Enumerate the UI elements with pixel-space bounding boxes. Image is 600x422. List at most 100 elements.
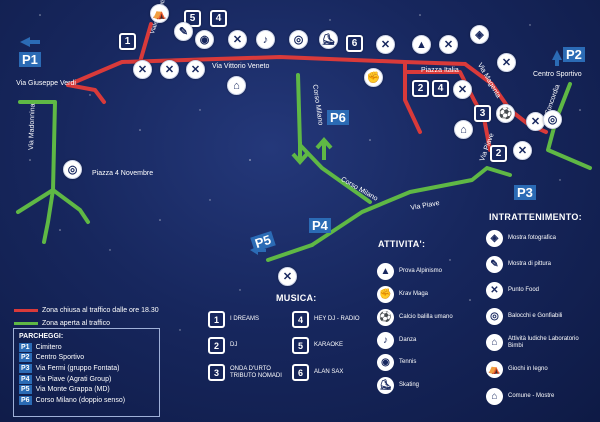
map-stage-2a[interactable]: 2 [412, 80, 429, 97]
map-balloons-icon[interactable]: ◎ [289, 30, 308, 49]
road-via-piave [310, 166, 512, 247]
map-painting-icon[interactable]: ✎ [174, 22, 193, 41]
entertainment-item: ✕ Punto Food [486, 282, 539, 299]
map-stage-3[interactable]: 3 [474, 105, 491, 122]
parking-label: Via Fermi (gruppo Fontata) [35, 364, 120, 372]
climbing-icon: ▲ [377, 263, 394, 280]
music-number: 5 [292, 337, 309, 354]
parking-row: P5 Via Monte Grappa (MD) [19, 384, 154, 395]
map-balloons-icon[interactable]: ◎ [63, 160, 82, 179]
map-photo-icon[interactable]: ◈ [470, 25, 489, 44]
map-skating-icon[interactable]: ⛸ [319, 30, 338, 49]
road-via-madonnina [16, 100, 57, 214]
parking-row: P2 Centro Sportivo [19, 353, 154, 364]
map-food-icon[interactable]: ✕ [278, 267, 297, 286]
map-food-icon[interactable]: ✕ [133, 60, 152, 79]
map-stage-5[interactable]: 5 [184, 10, 201, 27]
activity-item: ▲ Prova Alpinismo [377, 263, 442, 280]
map-food-icon[interactable]: ✕ [513, 141, 532, 160]
map-town-hall-icon[interactable]: ⌂ [227, 76, 246, 95]
map-food-icon[interactable]: ✕ [526, 112, 545, 131]
map-foosball-icon[interactable]: ⚽ [496, 104, 515, 123]
map-tennis-icon[interactable]: ◉ [195, 30, 214, 49]
map-climbing-icon[interactable]: ▲ [412, 35, 431, 54]
music-item: 6 ALAN SAX [292, 364, 343, 381]
entertainment-label: Giochi in legno [508, 366, 548, 373]
parking-tag-p2: P2 [563, 47, 585, 62]
road-verdi-link [66, 83, 106, 104]
parking-label: Via Piave (Agrati Group) [35, 375, 112, 383]
parking-title: PARCHEGGI: [19, 333, 64, 340]
entertainment-label: Balocchi e Gonfiabili [508, 313, 563, 320]
map-stage-1[interactable]: 1 [119, 33, 136, 50]
music-title: MUSICA: [276, 293, 317, 303]
activity-item: ✊ Krav Maga [377, 286, 428, 303]
map-food-icon[interactable]: ✕ [439, 35, 458, 54]
activity-item: ♪ Danza [377, 332, 416, 349]
road-piazza-italia [403, 60, 422, 134]
music-label: HEY DJ - RADIO [314, 316, 360, 323]
map-wooden-games-icon[interactable]: ⛺ [150, 4, 169, 23]
parking-row: P6 Corso Milano (doppio senso) [19, 395, 154, 406]
parking-label: Cimitero [35, 343, 62, 351]
legend-open-swatch [14, 322, 38, 325]
parking-label: Centro Sportivo [35, 354, 85, 362]
music-number: 1 [208, 311, 225, 328]
street-label-via-giuseppe-verdi: Via Giuseppe Verdi [16, 80, 76, 87]
map-stage-6[interactable]: 6 [346, 35, 363, 52]
music-label: ALAN SAX [314, 369, 344, 376]
map-food-icon[interactable]: ✕ [186, 60, 205, 79]
music-label: I DREAMS [230, 316, 260, 323]
map-dance-icon[interactable]: ♪ [256, 30, 275, 49]
map-food-icon[interactable]: ✕ [376, 35, 395, 54]
parking-panel: PARCHEGGI: P1 Cimitero P2 Centro Sportiv… [13, 328, 160, 417]
parking-tag-p6: P6 [327, 110, 349, 125]
music-label: ONDA D'URTO TRIBUTO NOMADI [230, 365, 282, 379]
map-food-icon[interactable]: ✕ [160, 60, 179, 79]
map-stage-4a[interactable]: 4 [210, 10, 227, 27]
map-food-icon[interactable]: ✕ [497, 53, 516, 72]
road-madonnina-branch [42, 188, 55, 244]
map-stage-4b[interactable]: 4 [432, 80, 449, 97]
road-piave-south [266, 243, 314, 262]
map-food-icon[interactable]: ✕ [453, 80, 472, 99]
entertainment-item: ⌂ Attività ludiche Laboratorio Bimbi [486, 334, 580, 351]
parking-code: P2 [19, 353, 32, 363]
wooden-games-icon: ⛺ [486, 361, 503, 378]
entertainment-label: Punto Food [508, 287, 540, 294]
entertainment-item: ⛺ Giochi in legno [486, 361, 548, 378]
parking-row: P4 Via Piave (Agrati Group) [19, 374, 154, 385]
tennis-icon: ◉ [377, 354, 394, 371]
map-kids-workshop-icon[interactable]: ⌂ [454, 120, 473, 139]
activity-label: Calcio balilla umano [399, 314, 453, 321]
entertainment-label: Mostra fotografica [508, 235, 557, 242]
road-concordia [546, 82, 592, 170]
photo-icon: ◈ [486, 230, 503, 247]
map-martial-arts-icon[interactable]: ✊ [364, 68, 383, 87]
open-roads [16, 73, 592, 262]
activity-label: Danza [399, 337, 417, 344]
entertainment-item: ✎ Mostra di pittura [486, 256, 551, 273]
road-piazza-italia-east [403, 70, 492, 152]
activity-label: Prova Alpinismo [399, 268, 443, 275]
entertainment-item: ⌂ Comune - Mostre [486, 388, 554, 405]
parking-row: P1 Cimitero [19, 342, 154, 353]
road-segantini [138, 22, 153, 64]
map-stage-2b[interactable]: 2 [490, 145, 507, 162]
parking-label: Corso Milano (doppio senso) [35, 396, 126, 404]
entertainment-label: Mostra di pittura [508, 261, 552, 268]
music-number: 3 [208, 364, 225, 381]
parking-code: P4 [19, 374, 32, 384]
road-corso-milano [296, 73, 372, 204]
road-madonnina-fork [51, 188, 90, 224]
skating-icon: ⛸ [377, 377, 394, 394]
map-food-icon[interactable]: ✕ [228, 30, 247, 49]
music-item: 5 KARAOKE [292, 337, 343, 354]
legend-open-label: Zona aperta al traffico [42, 320, 110, 327]
legend-closed-zone: Zona chiusa al traffico dalle ore 18.30 [14, 307, 159, 314]
map-balloons-icon[interactable]: ◎ [543, 110, 562, 129]
road-vittorio-veneto [66, 55, 467, 87]
music-item: 3 ONDA D'URTO TRIBUTO NOMADI [208, 364, 286, 381]
activity-label: Tennis [399, 359, 417, 366]
